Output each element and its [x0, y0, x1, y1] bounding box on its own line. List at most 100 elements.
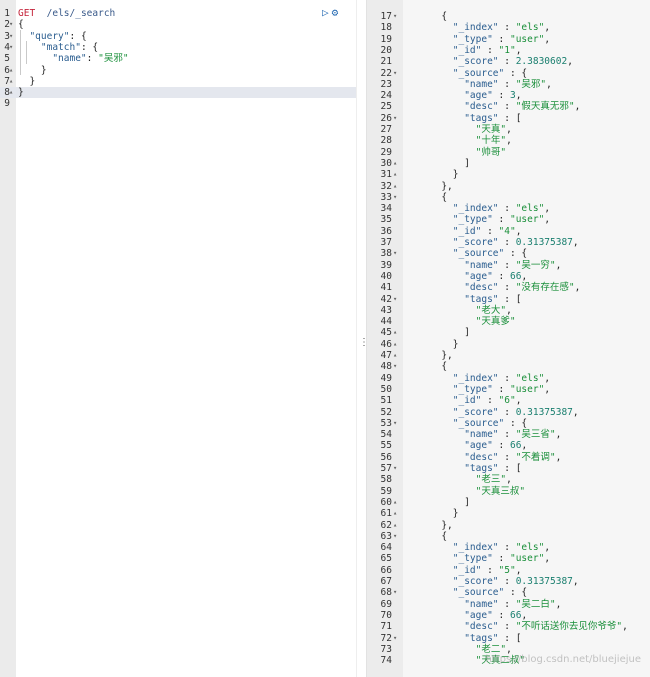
fold-toggle-icon[interactable]: ▾ [393, 249, 398, 258]
line-number: 44 [380, 316, 392, 328]
line-number: 67 [380, 576, 392, 587]
code-text: "desc" : "假天真无邪", [464, 101, 581, 113]
response-line: 64 "_index" : "els", [367, 542, 650, 553]
line-number: 23 [380, 78, 392, 90]
fold-toggle-icon[interactable]: ▾ [9, 31, 14, 40]
code-text: "老三", [475, 474, 512, 486]
line-number: 1 [4, 8, 10, 19]
code-text: }, [407, 180, 453, 192]
fold-toggle-icon[interactable]: ▴ [393, 497, 398, 506]
line-number: 61 [380, 508, 392, 520]
fold-toggle-icon[interactable]: ▴ [393, 520, 398, 529]
fold-toggle-icon[interactable]: ▴ [9, 88, 14, 97]
code-text: { [407, 191, 448, 203]
line-number: 2 [4, 19, 10, 31]
code-text: "帅哥" [475, 146, 507, 158]
fold-toggle-icon[interactable]: ▾ [393, 113, 398, 122]
code-text: "name" : "吴一穷", [464, 259, 562, 271]
pane-splitter[interactable]: ⋮ [356, 0, 367, 677]
response-line: 37 "_score" : 0.31375387, [367, 237, 650, 248]
line-number: 40 [380, 270, 392, 282]
request-line: 5 "name": "吴邪" [0, 53, 356, 64]
response-line: 38▾ "_source" : { [367, 248, 650, 259]
response-line: 53▾ "_source" : { [367, 418, 650, 429]
response-viewer[interactable]: 17▾ {18 "_index" : "els",19 "_type" : "u… [366, 0, 650, 677]
code-text: { [407, 11, 448, 22]
line-number: 74 [380, 655, 392, 667]
code-text: "tags" : [ [464, 463, 522, 474]
fold-toggle-icon[interactable]: ▾ [393, 362, 398, 371]
fold-toggle-icon[interactable]: ▾ [393, 68, 398, 77]
code-text: "_index" : "els", [452, 372, 551, 384]
splitter-handle-icon[interactable]: ⋮ [359, 338, 367, 348]
fold-toggle-icon[interactable]: ▴ [393, 509, 398, 518]
code-text: "age" : 66, [464, 440, 528, 452]
fold-toggle-icon[interactable]: ▾ [9, 42, 14, 51]
line-number: 57 [380, 463, 392, 474]
line-number: 56 [380, 451, 392, 463]
response-line: 36 "_id" : "4", [367, 226, 650, 237]
response-line: 72▾ "tags" : [ [367, 633, 650, 644]
fold-toggle-icon[interactable]: ▴ [393, 339, 398, 348]
code-text: "天真", [475, 124, 512, 135]
code-text: "age" : 66, [464, 270, 528, 282]
response-line: 69 "name" : "吴二白", [367, 599, 650, 610]
code-text: ] [407, 327, 470, 339]
code-text: "desc" : "不着调", [464, 451, 562, 463]
line-number: 68 [380, 587, 392, 599]
response-line: 22▾ "_source" : { [367, 68, 650, 79]
response-line: 62▴ }, [367, 520, 650, 531]
line-number: 18 [380, 22, 392, 34]
fold-toggle-icon[interactable]: ▾ [393, 12, 398, 20]
line-number: 43 [380, 304, 392, 316]
code-text: "_id" : "6", [452, 395, 522, 407]
code-text: "age" : 3, [464, 90, 522, 102]
response-line: 74 "天真二叔" [367, 655, 650, 666]
code-text: } [407, 338, 459, 350]
fold-toggle-icon[interactable]: ▾ [393, 588, 398, 597]
fold-toggle-icon[interactable]: ▴ [393, 328, 398, 337]
response-line: 46▴ } [367, 339, 650, 350]
play-icon[interactable]: ▷ [322, 6, 329, 19]
fold-toggle-icon[interactable]: ▾ [393, 294, 398, 303]
fold-toggle-icon[interactable]: ▾ [393, 192, 398, 201]
fold-toggle-icon[interactable]: ▾ [9, 20, 14, 29]
fold-toggle-icon[interactable]: ▾ [393, 464, 398, 472]
response-line: 70 "age" : 66, [367, 610, 650, 621]
fold-toggle-icon[interactable]: ▴ [393, 170, 398, 179]
fold-toggle-icon[interactable]: ▴ [9, 65, 14, 74]
response-line: 35 "_type" : "user", [367, 214, 650, 225]
fold-toggle-icon[interactable]: ▾ [393, 418, 398, 427]
response-line: 21 "_score" : 2.3830602, [367, 56, 650, 67]
code-text: "_index" : "els", [452, 203, 551, 215]
line-number: 17 [380, 11, 392, 22]
code-text: } [18, 75, 36, 87]
code-text: "tags" : [ [464, 112, 522, 124]
code-text: "_type" : "user", [452, 553, 551, 565]
line-number: 45 [380, 327, 392, 339]
fold-toggle-icon[interactable]: ▴ [393, 351, 398, 359]
line-number: 3 [4, 30, 10, 42]
line-number: 25 [380, 101, 392, 113]
line-number: 70 [380, 609, 392, 621]
code-text: "match": { [40, 41, 99, 53]
response-line: 20 "_id" : "1", [367, 45, 650, 56]
fold-toggle-icon[interactable]: ▴ [393, 158, 398, 167]
line-number: 22 [380, 67, 392, 79]
response-line: 17▾ { [367, 11, 650, 22]
response-line: 24 "age" : 3, [367, 90, 650, 101]
fold-toggle-icon[interactable]: ▾ [393, 633, 398, 642]
request-gutter [0, 0, 16, 677]
code-text: "老二", [475, 643, 512, 655]
code-text: "天真爹" [475, 316, 516, 328]
fold-toggle-icon[interactable]: ▴ [9, 76, 14, 85]
wrench-icon[interactable]: ⚙ [331, 6, 339, 19]
line-number: 72 [380, 632, 392, 644]
fold-toggle-icon[interactable]: ▾ [393, 531, 398, 540]
code-text: "_score" : 0.31375387, [452, 576, 579, 587]
line-number: 53 [380, 417, 392, 429]
fold-toggle-icon[interactable]: ▴ [393, 181, 398, 190]
response-line: 71 "desc" : "不听话送你去见你爷爷", [367, 621, 650, 632]
